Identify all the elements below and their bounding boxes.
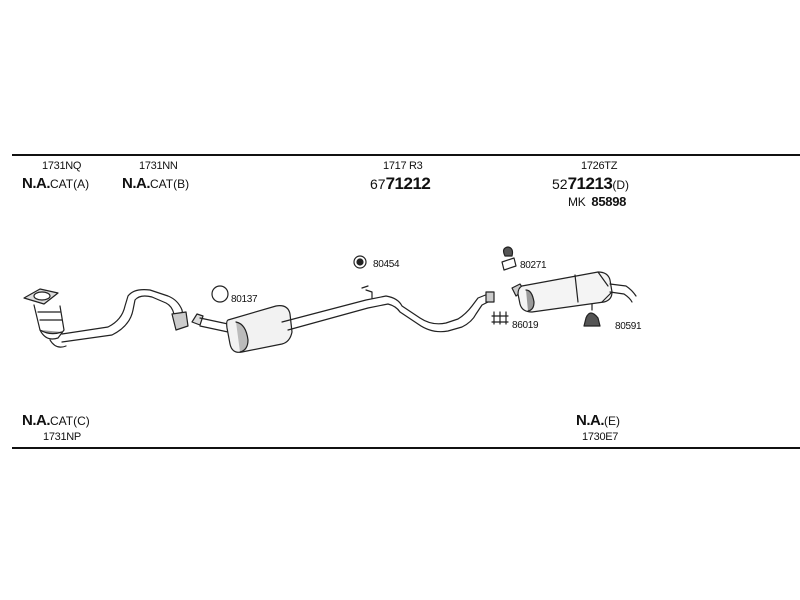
middle-silencer-drawing [191, 285, 495, 353]
mk-85898: MK 85898 [568, 194, 626, 209]
part-code-1726tz: 1726TZ [581, 160, 618, 172]
na-suffix: CAT(B) [150, 177, 190, 191]
na-label: N.A. [576, 412, 605, 429]
label-86019: 86019 [512, 320, 539, 331]
part-suffix: (D) [612, 178, 630, 192]
catalytic-converter-drawing [23, 288, 189, 348]
hanger-80591-drawing [583, 303, 601, 327]
bolts-86019-drawing [491, 311, 509, 325]
na-suffix: CAT(C) [50, 414, 90, 428]
na-cat-a: N.A.CAT(A) [22, 176, 89, 192]
part-prefix: 67 [370, 176, 386, 192]
part-code-1731np: 1731NP [43, 431, 81, 443]
part-code-1730e7: 1730E7 [582, 431, 619, 443]
clamp-80271-drawing [501, 246, 517, 271]
ring-80137-drawing [211, 285, 229, 303]
na-label: N.A. [22, 412, 51, 429]
part-prefix: 52 [552, 176, 568, 192]
label-80591: 80591 [615, 321, 642, 332]
na-cat-b: N.A.CAT(B) [122, 176, 189, 192]
na-e: N.A.(E) [576, 413, 620, 429]
part-number: 71212 [385, 174, 431, 193]
bottom-rule [12, 447, 800, 449]
part-number-71212: 6771212 [370, 174, 431, 194]
part-number: 71213 [567, 174, 613, 193]
part-number-71213: 5271213(D) [552, 175, 629, 194]
label-80137: 80137 [231, 294, 258, 305]
top-rule [12, 154, 800, 156]
label-80454: 80454 [373, 259, 400, 270]
rear-silencer-drawing [511, 271, 637, 313]
mk-prefix: MK [568, 195, 586, 209]
na-suffix: (E) [604, 414, 620, 428]
na-suffix: CAT(A) [50, 177, 90, 191]
bracket-80454-drawing [353, 255, 367, 269]
mk-number: 85898 [591, 194, 627, 209]
part-code-1731nn: 1731NN [139, 160, 178, 172]
part-code-1717r3: 1717 R3 [383, 160, 423, 172]
part-code-1731nq: 1731NQ [42, 160, 82, 172]
na-label: N.A. [122, 175, 151, 192]
na-cat-c: N.A.CAT(C) [22, 413, 90, 429]
label-80271: 80271 [520, 260, 547, 271]
na-label: N.A. [22, 175, 51, 192]
